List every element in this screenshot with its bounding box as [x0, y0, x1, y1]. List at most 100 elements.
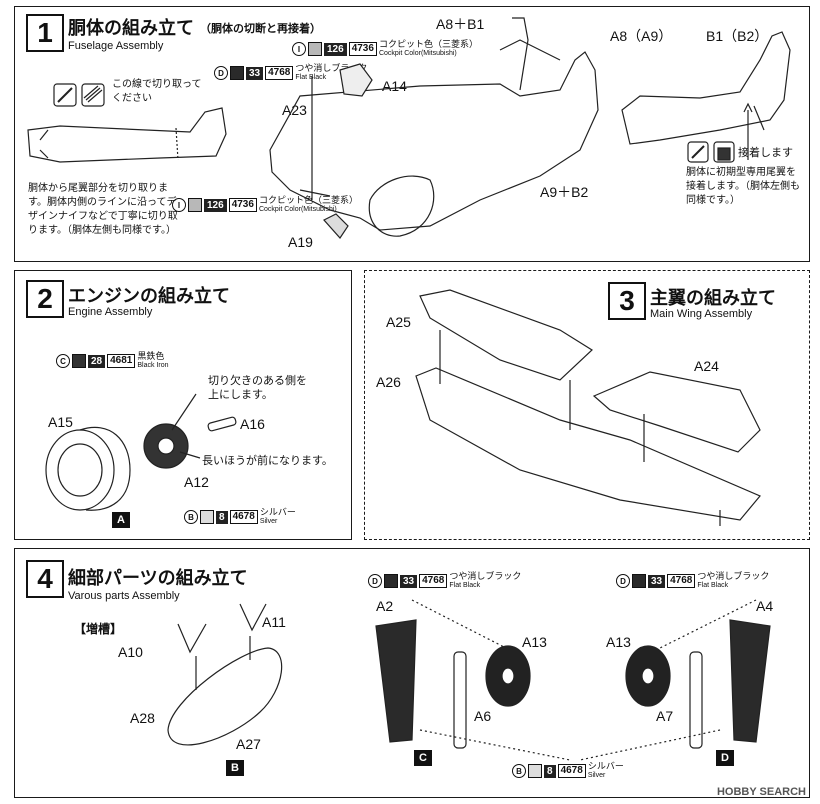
- paint-jp: つや消しブラック: [697, 571, 770, 581]
- step4-title-jp: 細部パーツの組み立て: [68, 568, 248, 588]
- paint-letter: I: [292, 42, 306, 56]
- wing-illustration: [415, 289, 761, 526]
- paint-letter: B: [184, 510, 198, 524]
- glue-icons: [687, 141, 735, 163]
- paint-jp: シルバー: [587, 761, 624, 771]
- step1-number: 1: [26, 14, 64, 52]
- step2-title-en: Engine Assembly: [68, 306, 153, 318]
- sprue-tag: A: [112, 512, 130, 528]
- paint-en: Silver: [259, 518, 278, 525]
- paint-code: 4768: [265, 66, 294, 80]
- side-note: 胴体から尾翼部分を切り取ります。胴体内側のラインに沿ってデザインナイフなどで丁寧…: [28, 183, 178, 236]
- paint-letter: I: [172, 198, 186, 212]
- paint-letter: D: [368, 574, 382, 588]
- sprue-tag: B: [226, 760, 244, 776]
- paint-en: Flat Black: [449, 582, 481, 589]
- part-label: A19: [288, 234, 313, 250]
- paint-jp: コクピット色（三菱系）: [258, 195, 358, 205]
- paint-letter: D: [214, 66, 228, 80]
- paint-num: 33: [648, 574, 666, 588]
- step1-title-en: Fuselage Assembly: [68, 40, 164, 52]
- paint-cockpit-bottom: I 126 4736 コクピット色（三菱系）Cockpit Color(Mits…: [172, 196, 358, 214]
- step2-panel: [14, 270, 352, 540]
- paint-cockpit-top: I 126 4736 コクピット色（三菱系）Cockpit Color(Mits…: [292, 40, 478, 58]
- part-label: A15: [48, 414, 73, 430]
- part-label: A7: [656, 708, 674, 724]
- paint-swatch: [230, 66, 244, 80]
- sprue-tag: D: [716, 750, 734, 766]
- paint-num: 28: [88, 354, 106, 368]
- paint-swatch: [72, 354, 86, 368]
- step1-panel: [14, 6, 810, 262]
- paint-jp: シルバー: [259, 507, 296, 517]
- part-label: A9＋B2: [540, 184, 589, 200]
- paint-swatch: [308, 42, 322, 56]
- paint-en: Cockpit Color(Mitsubishi): [258, 206, 337, 213]
- step3-title-en: Main Wing Assembly: [650, 308, 753, 320]
- part-label: A8（A9）: [610, 28, 673, 44]
- paint-num: 33: [246, 66, 264, 80]
- paint-en: Cockpit Color(Mitsubishi): [378, 50, 457, 57]
- paint-num: 126: [324, 42, 347, 56]
- part-label: A25: [386, 314, 411, 330]
- landing-gear-right: [625, 619, 771, 749]
- paint-jp: つや消しブラック: [295, 63, 368, 73]
- paint-code: 4678: [229, 510, 258, 524]
- paint-swatch: [632, 574, 646, 588]
- paint-letter: B: [512, 764, 526, 778]
- part-label: A4: [756, 598, 774, 614]
- paint-code: 4768: [419, 574, 448, 588]
- step3-panel: [364, 270, 810, 540]
- paint-en: Silver: [587, 772, 606, 779]
- part-label: B1（B2）: [706, 28, 769, 44]
- cut-tool-icons: [53, 83, 105, 107]
- paint-letter: C: [56, 354, 70, 368]
- part-label: A28: [130, 710, 155, 726]
- paint-code: 4768: [667, 574, 696, 588]
- step4-title-en: Varous parts Assembly: [68, 590, 180, 602]
- watermark: HOBBY SEARCH: [716, 786, 806, 798]
- landing-gear-left: [375, 619, 531, 749]
- paint-jp: 黒鉄色: [137, 351, 165, 361]
- step2-number: 2: [26, 280, 64, 318]
- long-note: 長いほうが前になります。: [202, 455, 333, 467]
- step4-number: 4: [26, 560, 64, 598]
- part-label: A14: [382, 78, 407, 94]
- paint-num: 126: [204, 198, 227, 212]
- notch-note: 切り欠きのある側を 上にします。: [208, 375, 307, 401]
- step3-title-jp: 主翼の組み立て: [650, 288, 776, 308]
- part-label: A11: [262, 614, 286, 630]
- paint-swatch: [188, 198, 202, 212]
- tail-note: 胴体に初期型専用尾翼を接着します。（胴体左側も同様です。）: [686, 167, 800, 206]
- paint-en: Flat Black: [697, 582, 729, 589]
- paint-num: 8: [544, 764, 556, 778]
- paint-swatch: [200, 510, 214, 524]
- paint-jp: コクピット色（三菱系）: [378, 39, 478, 49]
- paint-swatch: [384, 574, 398, 588]
- fuselage-side-illustration: [27, 107, 227, 163]
- part-label: A16: [240, 416, 265, 432]
- step1-title-jp: 胴体の組み立て: [68, 18, 194, 38]
- part-label: A27: [236, 736, 261, 752]
- step2-title-jp: エンジンの組み立て: [68, 286, 230, 306]
- part-label: A13: [522, 634, 547, 650]
- paint-letter: D: [616, 574, 630, 588]
- paint-swatch: [528, 764, 542, 778]
- step1-subtitle-jp: （胴体の切断と再接着）: [200, 23, 321, 35]
- part-label: A12: [184, 474, 209, 490]
- paint-num: 33: [400, 574, 418, 588]
- part-label: A26: [376, 374, 401, 390]
- part-label: A13: [606, 634, 631, 650]
- part-label: A8＋B1: [436, 16, 485, 32]
- part-label: A10: [118, 644, 143, 660]
- paint-code: 4736: [348, 42, 377, 56]
- engine-illustration: [45, 393, 237, 511]
- part-label: A24: [694, 358, 719, 374]
